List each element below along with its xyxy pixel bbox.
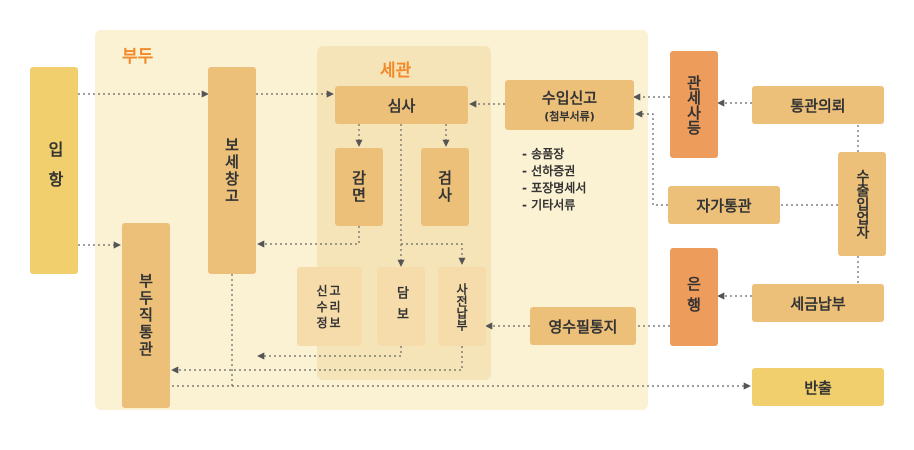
report-acceptance-info-node: 신고수리정보 [297, 267, 362, 346]
exemption-node: 감면 [335, 148, 383, 226]
document-item: - 송품장 [522, 147, 565, 161]
tax-payment-node: 세금납부 [752, 284, 884, 322]
import-declaration-note: (첨부서류) [544, 109, 595, 123]
customs-broker-node: 관세사등 [670, 51, 718, 158]
customs-zone-label: 세관 [380, 61, 412, 81]
attached-documents-list: - 송품장 - 선하증권 - 포장명세서 - 기타서류 [522, 146, 586, 214]
bonded-warehouse-node: 보세창고 [208, 67, 256, 274]
inspection-node: 검사 [421, 148, 469, 226]
document-item: - 포장명세서 [522, 181, 587, 195]
document-item: - 기타서류 [522, 198, 576, 212]
importer-exporter-node: 수출입업자 [838, 152, 886, 256]
import-declaration-label: 수입신고 [541, 88, 598, 107]
clearance-request-node: 통관의뢰 [752, 86, 884, 124]
import-declaration-node: 수입신고 (첨부서류) [505, 80, 634, 130]
receipt-notice-node: 영수필통지 [530, 307, 636, 345]
prepayment-node: 사전납부 [438, 267, 486, 346]
collateral-node: 담보 [377, 267, 425, 346]
pier-direct-clearance-node: 부두직통관 [122, 223, 170, 408]
release-node: 반출 [752, 368, 884, 406]
entry-port-node: 입항 [30, 67, 78, 274]
bank-node: 은행 [670, 248, 718, 346]
pier-zone-label: 부두 [122, 47, 154, 67]
document-item: - 선하증권 [522, 164, 576, 178]
review-node: 심사 [335, 86, 468, 124]
self-clearance-node: 자가통관 [668, 186, 780, 224]
